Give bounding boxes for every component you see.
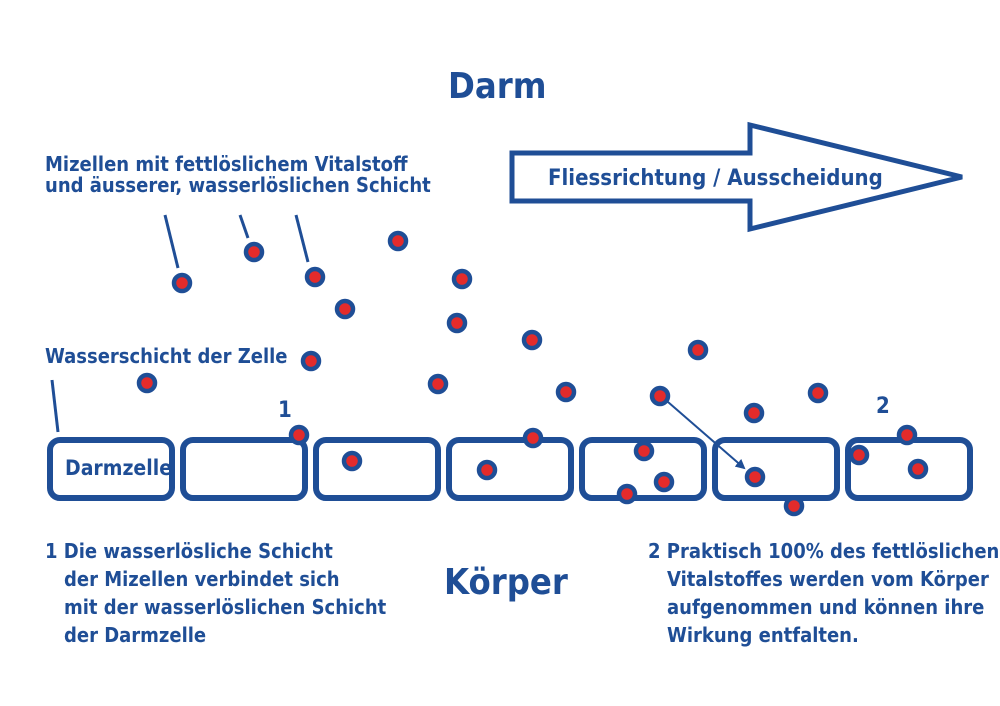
- micelle: [555, 381, 577, 403]
- micelle-label: Mizellen mit fettlöslichem Vitalstoff un…: [45, 152, 431, 198]
- note-2: 2 Praktisch 100% des fettlöslichen Vital…: [648, 537, 999, 649]
- cell-3: [313, 437, 441, 501]
- micelles: [136, 230, 929, 517]
- arrow-label: Fliessrichtung / Ausscheidung: [548, 166, 883, 191]
- cell-2: [180, 437, 308, 501]
- micelle: [288, 424, 310, 446]
- absorption-arrow: [667, 401, 746, 470]
- note-2-line-1: 2 Praktisch 100% des fettlöslichen: [648, 539, 1000, 563]
- intestinal-cells: [47, 437, 973, 501]
- micelle: [446, 312, 468, 334]
- micelle-leader-line-3: [294, 214, 310, 263]
- title-darm: Darm: [448, 66, 547, 107]
- micelle: [653, 471, 675, 493]
- marker-2: 2: [876, 394, 890, 419]
- title-koerper: Körper: [444, 562, 568, 603]
- cell-1: [47, 437, 175, 501]
- micelle-label-line-2: und äusserer, wasserlöslichen Schicht: [45, 173, 431, 197]
- micelle: [300, 350, 322, 372]
- micelle: [744, 466, 766, 488]
- water-layer-label: Wasserschicht der Zelle: [45, 344, 288, 368]
- water-layer-leader-line: [50, 379, 60, 433]
- cell-6: [712, 437, 840, 501]
- micelle: [616, 483, 638, 505]
- micelle-leader-line-2: [238, 214, 250, 239]
- micelle: [243, 241, 265, 263]
- note-1-line-2: der Mizellen verbindet sich: [64, 567, 340, 591]
- note-2-line-3: aufgenommen und können ihre: [667, 595, 985, 619]
- note-1: 1 Die wasserlösliche Schicht der Mizelle…: [45, 537, 386, 649]
- micelle: [907, 458, 929, 480]
- micelle: [387, 230, 409, 252]
- micelle: [522, 427, 544, 449]
- note-1-line-4: der Darmzelle: [64, 623, 207, 647]
- micelle: [171, 272, 193, 294]
- marker-1: 1: [278, 398, 292, 423]
- micelle: [807, 382, 829, 404]
- note-2-line-4: Wirkung entfalten.: [667, 623, 859, 647]
- micelle: [649, 385, 671, 407]
- note-1-line-3: mit der wasserlöslichen Schicht: [64, 595, 387, 619]
- micelle: [476, 459, 498, 481]
- note-1-line-1: 1 Die wasserlösliche Schicht: [45, 539, 333, 563]
- micelle: [687, 339, 709, 361]
- micelle-leader-line-1: [163, 214, 180, 269]
- micelle: [334, 298, 356, 320]
- micelle: [848, 444, 870, 466]
- micelle: [427, 373, 449, 395]
- micelle: [633, 440, 655, 462]
- note-2-line-2: Vitalstoffes werden vom Körper: [667, 567, 989, 591]
- micelle-label-line-1: Mizellen mit fettlöslichem Vitalstoff: [45, 152, 408, 176]
- micelle: [743, 402, 765, 424]
- micelle: [521, 329, 543, 351]
- micelle: [304, 266, 326, 288]
- micelle: [783, 495, 805, 517]
- flow-arrow: [509, 121, 963, 233]
- cell-4: [446, 437, 574, 501]
- micelle: [136, 372, 158, 394]
- cell-label: Darmzelle: [65, 456, 173, 480]
- micelle: [341, 450, 363, 472]
- micelle: [451, 268, 473, 290]
- micelle: [896, 424, 918, 446]
